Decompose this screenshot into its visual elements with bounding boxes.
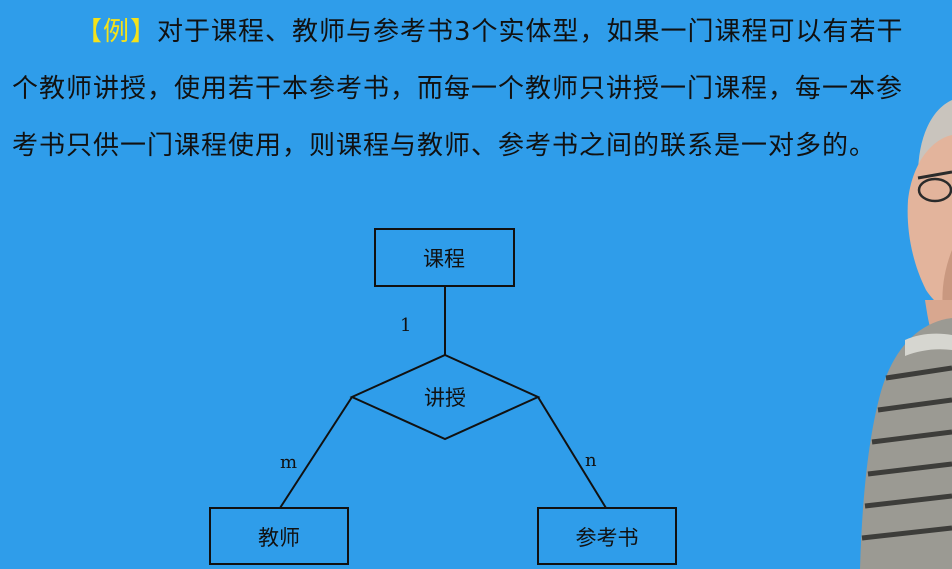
entity-book-box — [537, 507, 677, 565]
entity-course-box — [374, 228, 515, 287]
cardinality-book: n — [585, 450, 597, 471]
presenter-shirt-stripes — [861, 365, 952, 541]
relationship-diamond — [349, 353, 541, 441]
example-paragraph: 【例】对于课程、教师与参考书3个实体型，如果一门课程可以有若干个教师讲授，使用若… — [12, 4, 927, 175]
connector-relationship-teacher — [279, 396, 353, 509]
presenter-collar — [905, 333, 952, 356]
example-text: 对于课程、教师与参考书3个实体型，如果一门课程可以有若干个教师讲授，使用若干本参… — [12, 17, 904, 161]
example-tag: 【例】 — [76, 17, 158, 47]
entity-book-label: 参考书 — [576, 526, 639, 550]
entity-teacher-label: 教师 — [258, 526, 300, 550]
presenter-glasses — [917, 170, 952, 180]
cardinality-course: 1 — [400, 315, 411, 336]
presenter-glasses-lens — [917, 177, 952, 203]
cardinality-teacher: m — [280, 452, 297, 473]
relationship-label: 讲授 — [424, 386, 466, 410]
connector-relationship-book — [537, 396, 607, 509]
entity-course-label: 课程 — [423, 247, 465, 271]
entity-teacher-box — [209, 507, 349, 565]
